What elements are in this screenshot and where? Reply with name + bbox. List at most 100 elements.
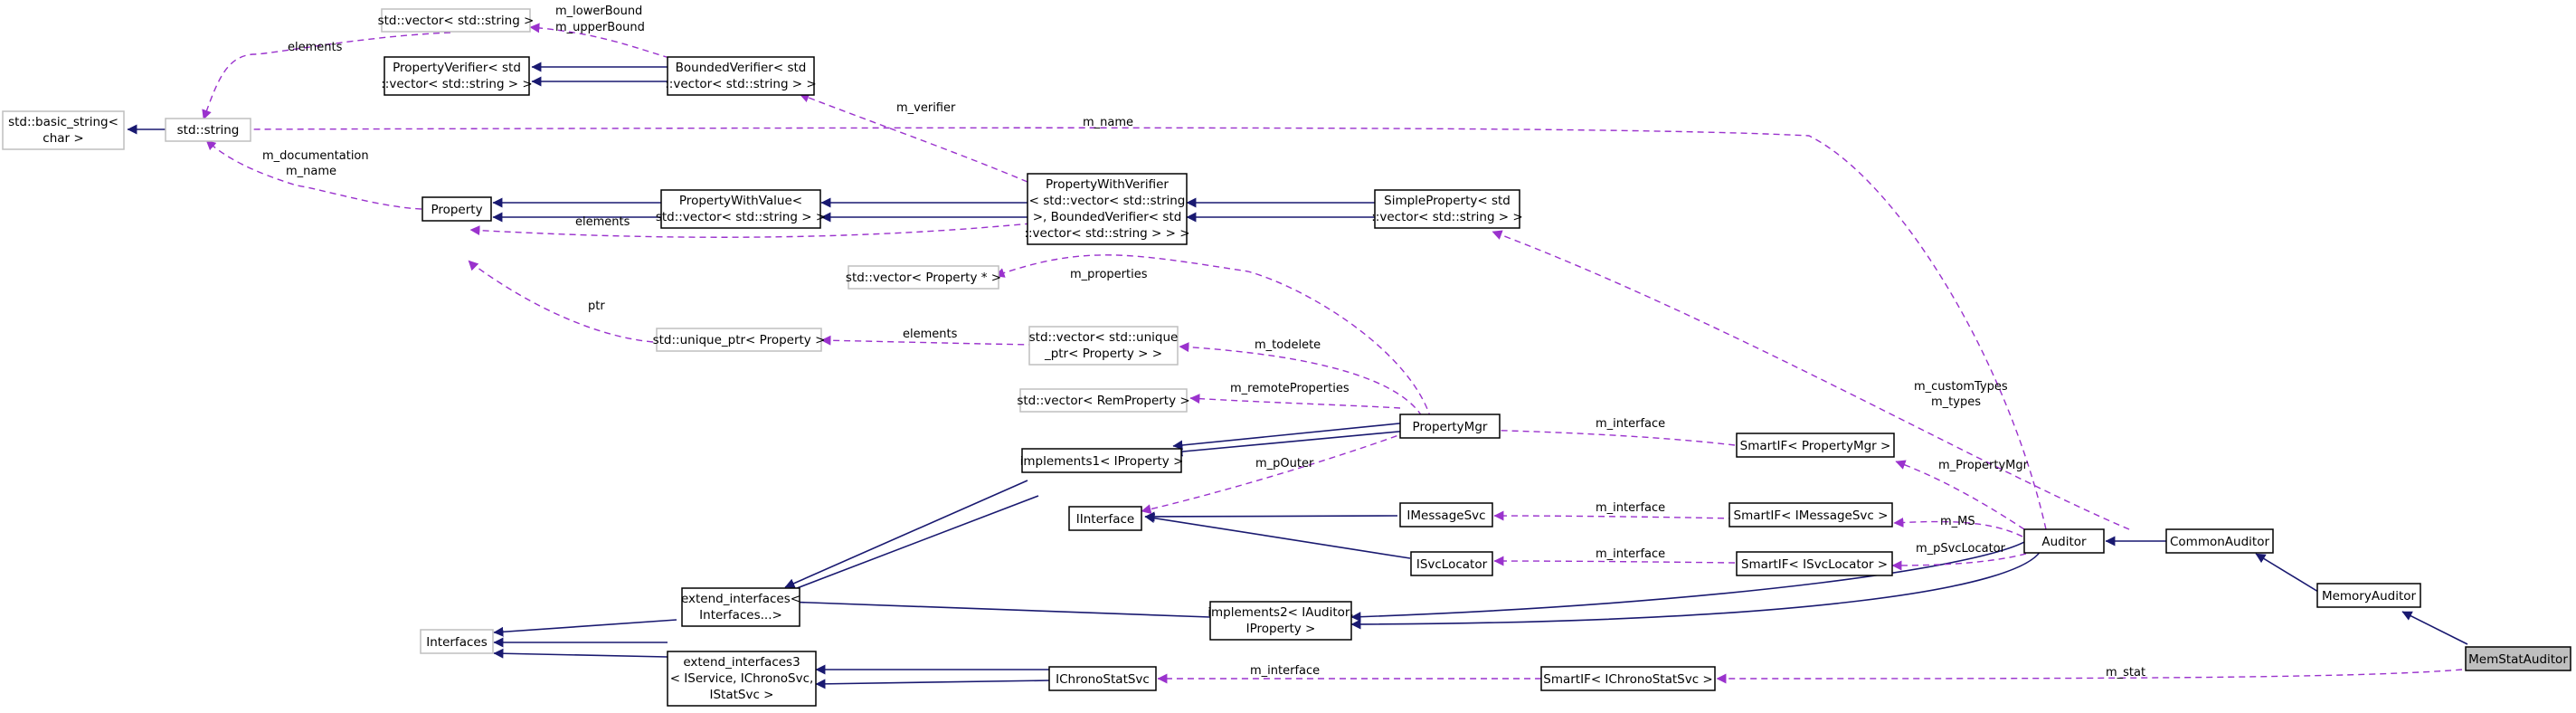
edge-label-upper-bound: m_upperBound — [555, 21, 645, 34]
node-label: std::vector< Property * > — [846, 271, 1001, 285]
node-implements2[interactable]: implements2< IAuditor, IProperty > — [1208, 601, 1354, 641]
node-smartif-property-mgr[interactable]: SmartIF< PropertyMgr > — [1736, 433, 1895, 458]
node-label: ::vector< std::string > > — [665, 77, 816, 91]
node-label: < IService, IChronoSvc, — [670, 671, 814, 686]
edge-label-elements-mid: elements — [575, 215, 630, 229]
node-label: < std::vector< std::string — [1029, 194, 1186, 208]
edge-label-m-property-mgr: m_PropertyMgr — [1938, 459, 2029, 472]
node-bounded-verifier[interactable]: BoundedVerifier< std ::vector< std::stri… — [665, 56, 817, 96]
node-vector-property-ptr[interactable]: std::vector< Property * > — [846, 265, 1001, 290]
node-common-auditor[interactable]: CommonAuditor — [2165, 528, 2274, 554]
usage-edges — [202, 23, 2463, 684]
node-auditor[interactable]: Auditor — [2023, 528, 2105, 554]
node-simple-property[interactable]: SimpleProperty< std ::vector< std::strin… — [1371, 189, 1523, 229]
edge-label-elements-low: elements — [903, 328, 958, 341]
edge-label-m-remote-properties: m_remoteProperties — [1230, 382, 1350, 395]
node-label: IInterface — [1076, 512, 1134, 527]
edge-label-elements-top: elements — [288, 41, 343, 54]
node-label: IMessageSvc — [1406, 509, 1485, 523]
node-label: SmartIF< IChronoStatSvc > — [1543, 672, 1713, 687]
edge-label-m-interface-ms: m_interface — [1596, 501, 1665, 515]
node-smartif-isvc-locator[interactable]: SmartIF< ISvcLocator > — [1736, 551, 1893, 576]
edge-label-m-name-doc: m_name — [286, 165, 336, 178]
node-property-mgr[interactable]: PropertyMgr — [1399, 414, 1501, 439]
node-std-basic-string[interactable]: std::basic_string< char > — [2, 110, 125, 150]
node-label: IChronoStatSvc — [1056, 672, 1150, 687]
node-smartif-ichrono-stat-svc[interactable]: SmartIF< IChronoStatSvc > — [1540, 666, 1716, 691]
node-property[interactable]: Property — [421, 196, 492, 222]
node-label: SmartIF< IMessageSvc > — [1734, 509, 1889, 523]
node-label: ::vector< std::string > > > — [1024, 226, 1189, 241]
node-property-with-value[interactable]: PropertyWithValue< std::vector< std::str… — [656, 189, 826, 229]
edge-label-m-interface-sl: m_interface — [1596, 547, 1665, 561]
node-extend-interfaces[interactable]: extend_interfaces< Interfaces...> — [681, 587, 800, 627]
node-vector-rem-property[interactable]: std::vector< RemProperty > — [1017, 388, 1190, 413]
node-label: ::vector< std::string > > — [1371, 210, 1522, 224]
node-ichrono-stat-svc[interactable]: IChronoStatSvc — [1048, 666, 1157, 691]
edge-labels: elements m_lowerBound m_upperBound m_ver… — [262, 5, 2145, 680]
node-label: std::vector< std::string > — [378, 14, 535, 28]
node-label: char > — [43, 131, 83, 146]
node-label: SmartIF< ISvcLocator > — [1741, 557, 1888, 572]
node-label: std::vector< std::string > > — [656, 210, 826, 224]
node-label: _ptr< Property > > — [1044, 347, 1162, 361]
node-label: Auditor — [2041, 535, 2087, 549]
edge-label-m-interface-cs: m_interface — [1250, 664, 1320, 678]
node-label: IStatSvc > — [710, 688, 774, 702]
node-property-verifier[interactable]: PropertyVerifier< std ::vector< std::str… — [381, 56, 533, 96]
node-label: PropertyWithValue< — [679, 194, 802, 208]
node-memory-auditor[interactable]: MemoryAuditor — [2316, 583, 2421, 608]
node-label: extend_interfaces< — [681, 592, 800, 606]
node-property-with-verifier[interactable]: PropertyWithVerifier < std::vector< std:… — [1024, 173, 1190, 245]
node-label: IProperty > — [1246, 622, 1316, 636]
edge-label-m-pouter: m_pOuter — [1255, 457, 1314, 471]
edge-label-m-interface-pm: m_interface — [1596, 417, 1665, 431]
node-label: Interfaces — [426, 635, 487, 650]
edge-label-m-ms: m_MS — [1940, 515, 1975, 528]
node-label: PropertyMgr — [1413, 420, 1488, 434]
inheritance-edges — [127, 62, 2468, 689]
node-vector-string[interactable]: std::vector< std::string > — [378, 8, 535, 33]
node-std-string[interactable]: std::string — [165, 118, 251, 142]
class-nodes: std::basic_string< char > std::string st… — [2, 8, 2571, 707]
edge-label-ptr: ptr — [588, 299, 605, 313]
node-label: BoundedVerifier< std — [676, 61, 807, 75]
node-label: std::vector< RemProperty > — [1017, 394, 1189, 408]
node-interfaces[interactable]: Interfaces — [420, 629, 494, 654]
node-label: Property — [431, 203, 482, 217]
node-label: Interfaces...> — [699, 608, 782, 623]
edge-label-m-stat: m_stat — [2106, 666, 2145, 680]
node-label: std::basic_string< — [8, 115, 118, 129]
node-label: SimpleProperty< std — [1384, 194, 1511, 208]
node-iinterface[interactable]: IInterface — [1068, 506, 1142, 531]
node-label: CommonAuditor — [2170, 535, 2269, 549]
node-label: implements1< IProperty > — [1020, 454, 1184, 469]
node-memstat-auditor[interactable]: MemStatAuditor — [2465, 646, 2571, 671]
node-unique-ptr-property[interactable]: std::unique_ptr< Property > — [653, 328, 826, 352]
edge-label-m-types: m_types — [1931, 395, 1981, 409]
node-label: MemStatAuditor — [2468, 652, 2568, 667]
node-label: >, BoundedVerifier< std — [1033, 210, 1182, 224]
node-implements1[interactable]: implements1< IProperty > — [1020, 448, 1184, 473]
edge-label-m-name: m_name — [1083, 116, 1133, 129]
node-label: extend_interfaces3 — [683, 655, 800, 670]
node-extend-interfaces3[interactable]: extend_interfaces3 < IService, IChronoSv… — [667, 651, 817, 707]
node-label: ::vector< std::string > > — [381, 77, 532, 91]
edge-label-lower-bound: m_lowerBound — [555, 5, 642, 18]
node-label: MemoryAuditor — [2322, 589, 2417, 604]
edge-label-m-custom-types: m_customTypes — [1914, 380, 2008, 394]
edge-label-m-documentation: m_documentation — [262, 149, 369, 163]
node-imessage-svc[interactable]: IMessageSvc — [1399, 502, 1493, 528]
node-smartif-imessage-svc[interactable]: SmartIF< IMessageSvc > — [1728, 502, 1893, 528]
node-label: std::vector< std::unique — [1029, 330, 1179, 345]
node-isvc-locator[interactable]: ISvcLocator — [1410, 551, 1493, 576]
edge-label-m-properties: m_properties — [1070, 268, 1148, 281]
edge-label-m-verifier: m_verifier — [896, 101, 956, 115]
node-label: PropertyVerifier< std — [393, 61, 521, 75]
node-label: implements2< IAuditor, — [1208, 605, 1354, 620]
node-label: std::unique_ptr< Property > — [653, 333, 826, 347]
node-label: std::string — [177, 123, 240, 138]
node-vector-unique-ptr[interactable]: std::vector< std::unique _ptr< Property … — [1028, 326, 1179, 366]
node-label: ISvcLocator — [1416, 557, 1488, 572]
